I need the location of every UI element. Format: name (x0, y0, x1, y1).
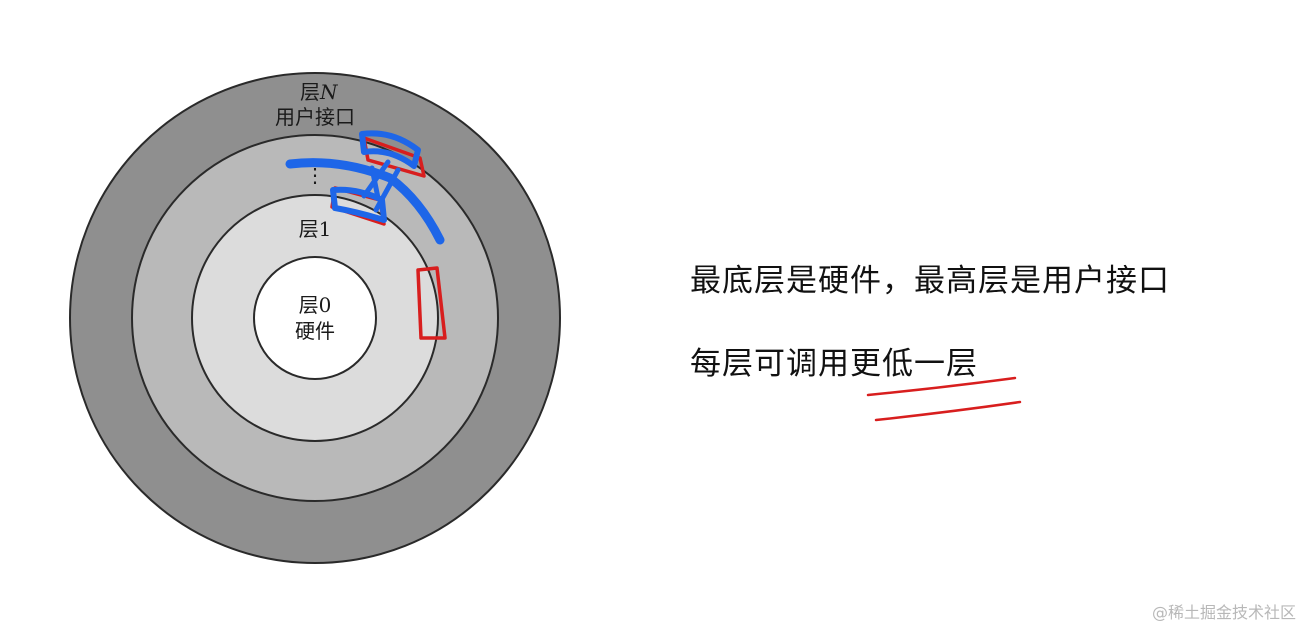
caption-line-2: 每层可调用更低一层 (690, 346, 978, 382)
layer-ellipsis: ⋮ (305, 163, 325, 187)
layer-1-label: 层1 (299, 217, 332, 241)
caption-line-1: 最底层是硬件，最高层是用户接口 (690, 263, 1170, 299)
core-layer-0 (253, 256, 377, 380)
layer-0-desc: 硬件 (295, 319, 335, 343)
layer-n-label: 层N (300, 80, 339, 104)
layer-n-desc: 用户接口 (275, 105, 355, 129)
watermark: @稀土掘金技术社区 (1151, 603, 1296, 622)
red-underline-marks (866, 376, 1022, 422)
blue-scribble-marks (285, 130, 445, 245)
layer-0-label: 层0 (299, 293, 332, 317)
